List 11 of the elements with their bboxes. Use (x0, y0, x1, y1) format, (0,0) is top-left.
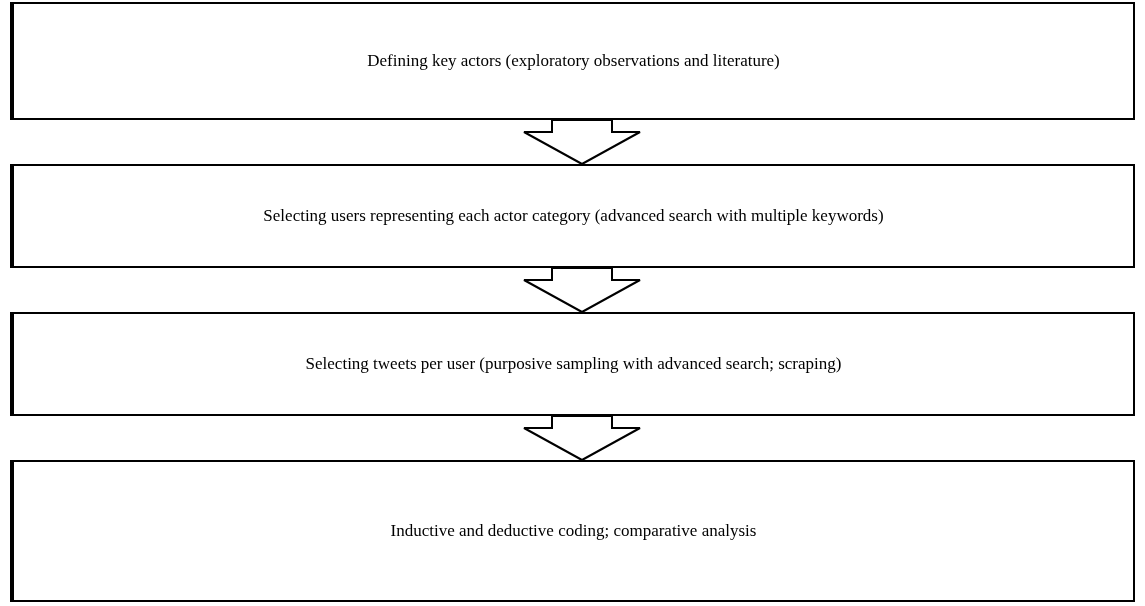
step-text: Selecting users representing each actor category (advanced search with multiple keywords) (263, 205, 884, 228)
process-box (10, 164, 1135, 268)
block-arrow (523, 119, 641, 166)
block-arrow (523, 267, 641, 314)
process-box (10, 2, 1135, 120)
process-box (10, 460, 1135, 602)
process-box (10, 312, 1135, 416)
step-text: Selecting tweets per user (purposive sampling with advanced search; scraping) (305, 353, 842, 376)
block-arrow (523, 415, 641, 462)
step-text: Inductive and deductive coding; comparative analysis (390, 520, 757, 543)
step-text: Defining key actors (exploratory observations and literature) (367, 50, 780, 73)
